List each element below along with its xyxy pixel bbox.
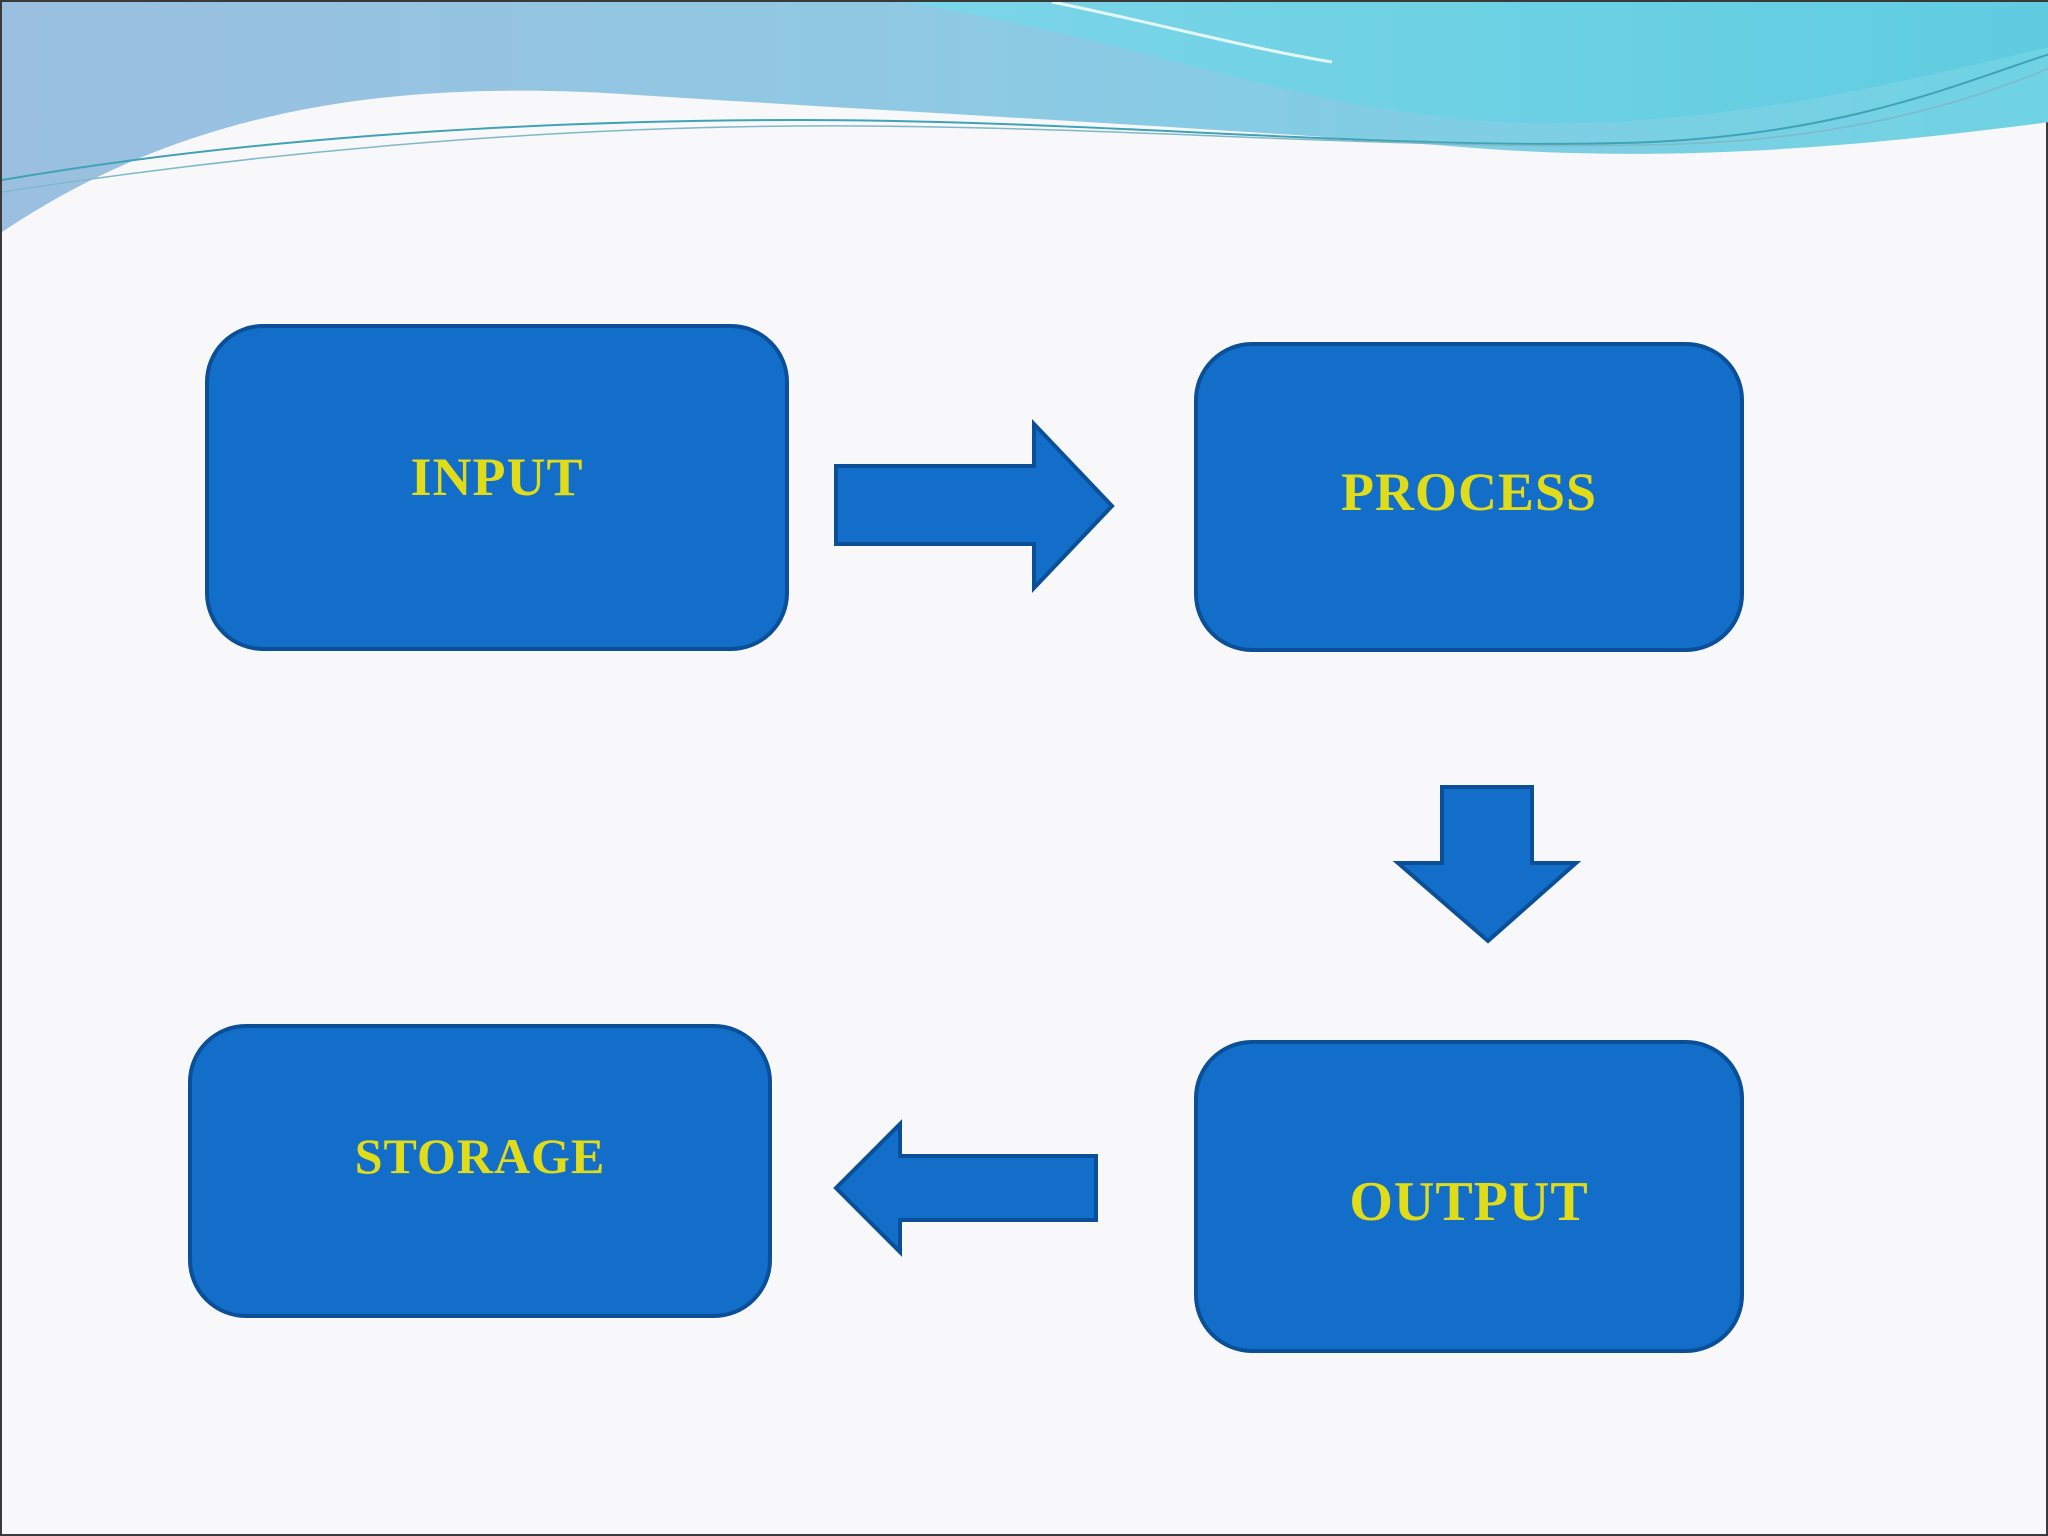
input-label: INPUT	[410, 446, 584, 507]
process-node: PROCESS	[1194, 342, 1744, 652]
header-wave-decoration	[2, 2, 2048, 232]
storage-label: STORAGE	[354, 1128, 606, 1184]
process-label: PROCESS	[1340, 462, 1598, 522]
input-node: INPUT	[205, 324, 789, 651]
arrow-right-icon	[834, 418, 1115, 594]
output-node: OUTPUT	[1194, 1040, 1744, 1353]
arrow-left-icon	[833, 1119, 1098, 1257]
output-label: OUTPUT	[1349, 1170, 1589, 1233]
storage-node: STORAGE	[188, 1024, 772, 1318]
arrow-down-icon	[1392, 785, 1582, 944]
